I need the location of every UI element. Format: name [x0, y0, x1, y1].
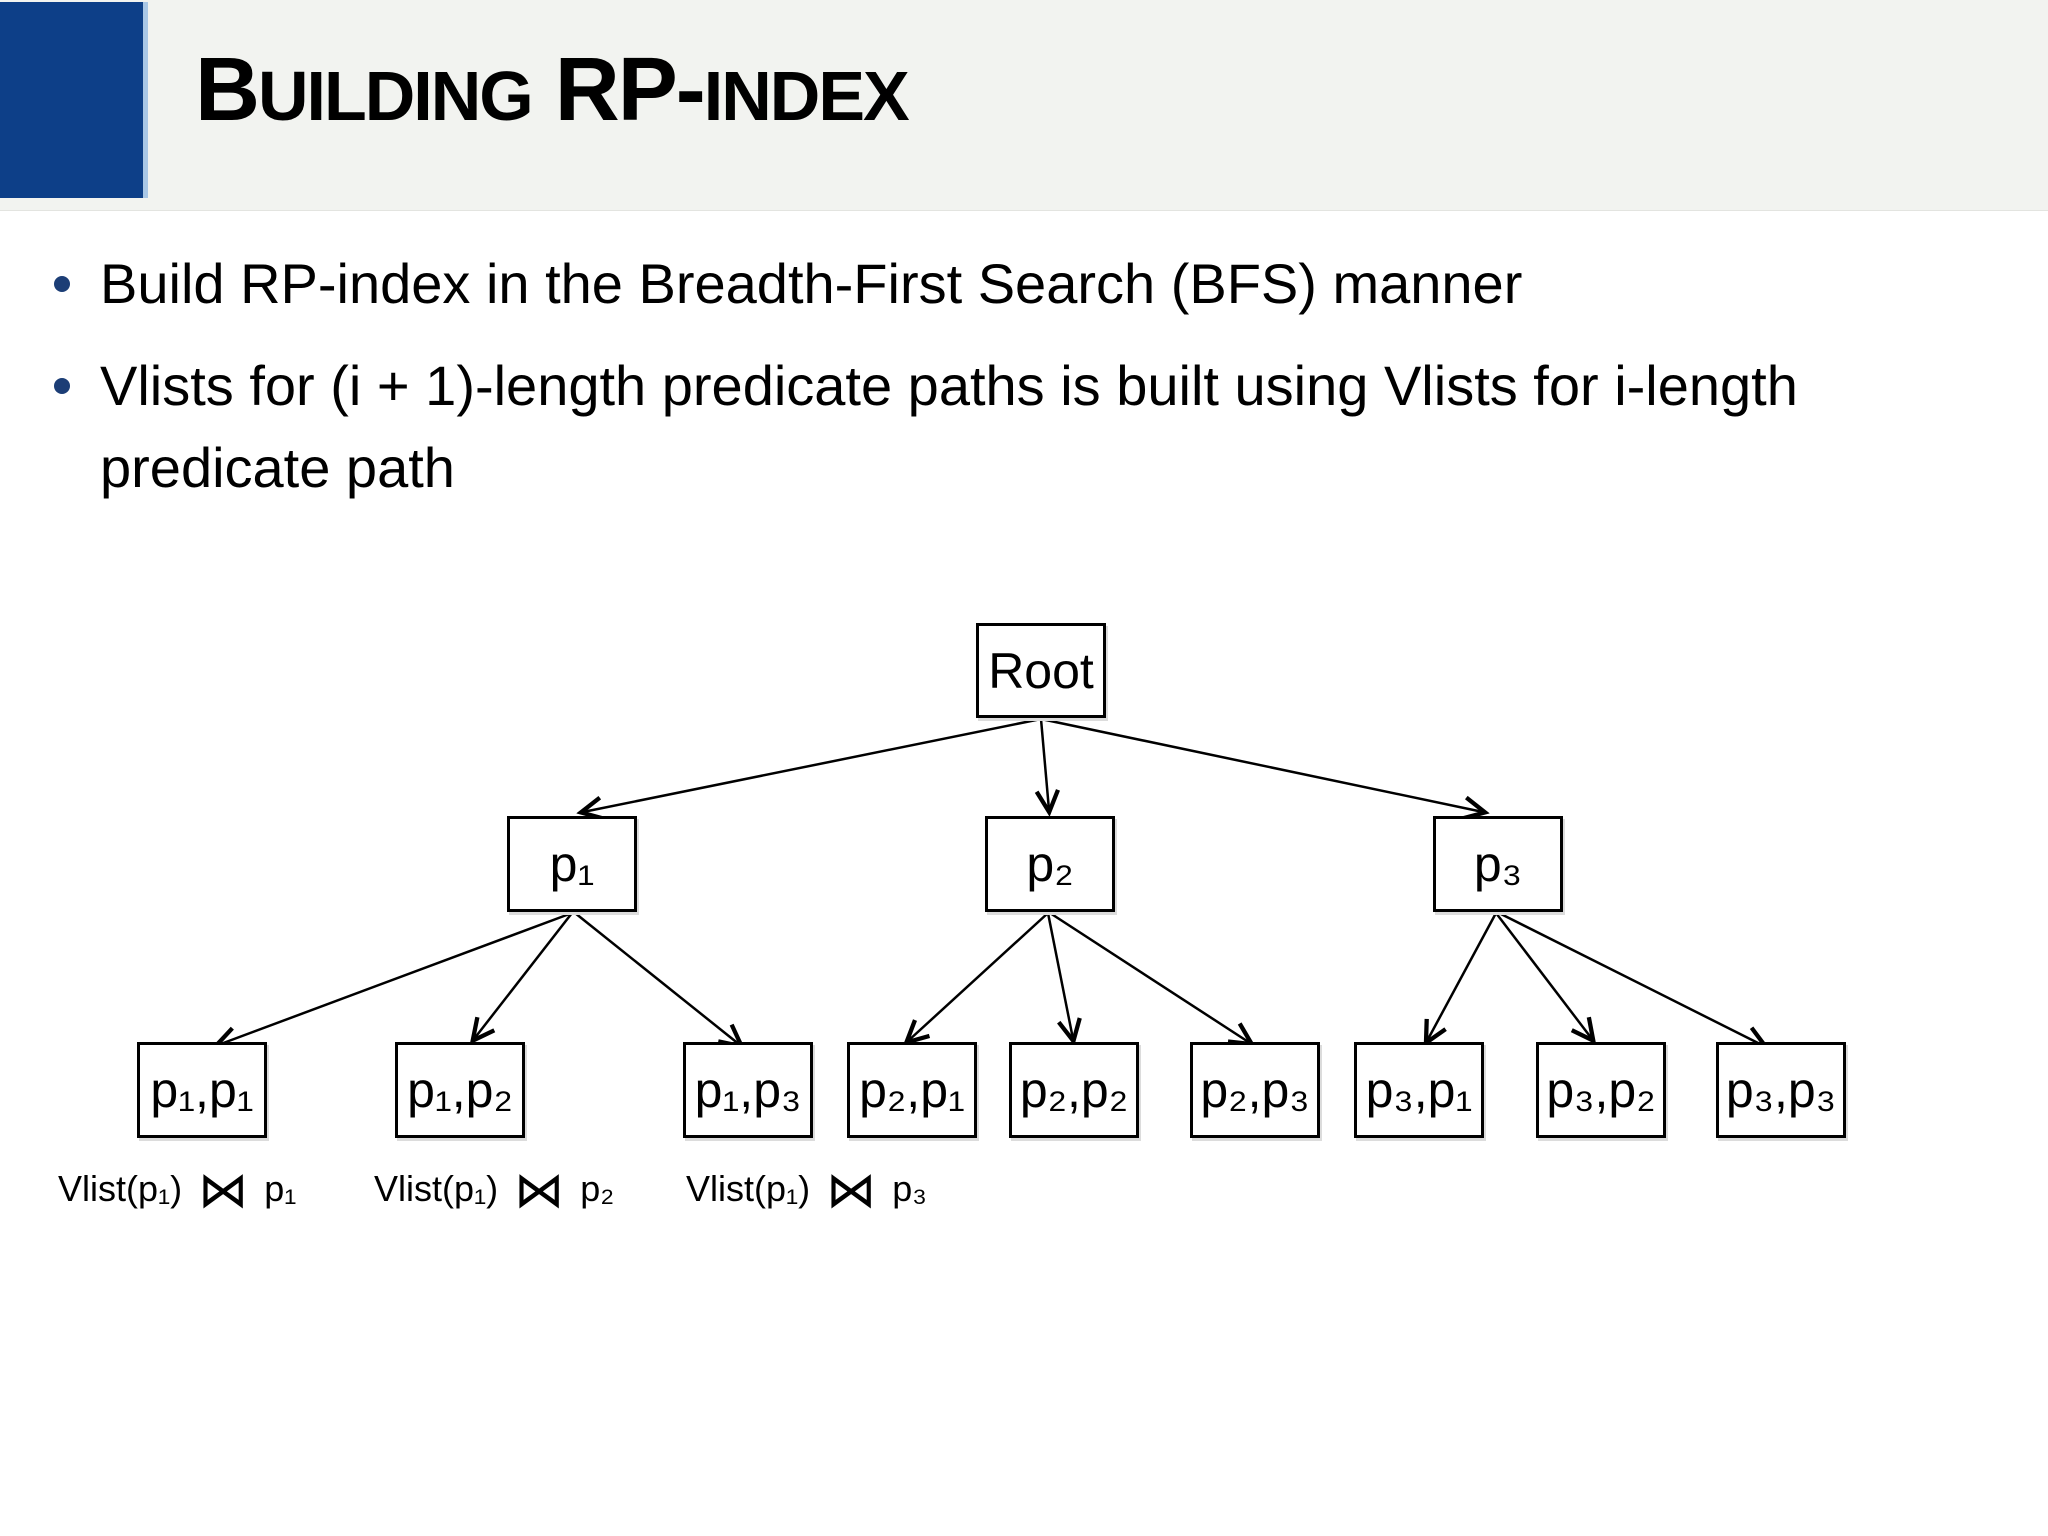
tree-node-p2p2: p₂,p₂: [1009, 1042, 1139, 1138]
tree-edge-arrow: [1046, 912, 1073, 1039]
bullet-item: Vlists for (i + 1)-length predicate path…: [54, 345, 1964, 509]
header-band: BUILDING RP-INDEX: [0, 0, 2048, 211]
tree-node-label: p₃,p₃: [1725, 1062, 1837, 1118]
vlist-join-annotation: Vlist(p₁) ⋈ p₃: [686, 1165, 927, 1215]
tree-edge-arrow: [1498, 911, 1764, 1046]
bullet-text: Build RP-index in the Breadth-First Sear…: [100, 252, 1523, 315]
tree-edge-arrow: [583, 717, 1042, 812]
tree-node-label: p₂,p₁: [859, 1062, 965, 1118]
annotation-prefix: Vlist(p₁): [686, 1168, 811, 1209]
annotation-prefix: Vlist(p₁): [58, 1168, 183, 1209]
tree-node-label: p₃,p₁: [1365, 1062, 1473, 1118]
tree-node-p3p3: p₃,p₃: [1716, 1042, 1846, 1138]
tree-edge-arrow: [1041, 718, 1049, 810]
title-part: B: [195, 40, 260, 140]
title-part: RP-: [531, 40, 706, 140]
vlist-join-annotation: Vlist(p₁) ⋈ p₂: [374, 1165, 615, 1215]
tree-edge-arrow: [1049, 911, 1250, 1043]
bullet-icon: [54, 378, 70, 394]
tree-edge-arrow: [1427, 912, 1498, 1041]
tree-node-label: p₃,p₂: [1546, 1062, 1656, 1118]
tree-node-label: Root: [988, 642, 1094, 699]
title-part: INDEX: [703, 57, 910, 135]
bullet-item: Build RP-index in the Breadth-First Sear…: [54, 243, 1964, 325]
accent-bar: [0, 2, 148, 198]
annotation-suffix: p₂: [580, 1168, 615, 1209]
tree-edge-arrow: [474, 912, 573, 1039]
bullet-icon: [54, 276, 70, 292]
vlist-join-annotation: Vlist(p₁) ⋈ p₁: [58, 1165, 297, 1215]
tree-node-p1: p₁: [507, 816, 637, 912]
bullet-list: Build RP-index in the Breadth-First Sear…: [54, 243, 1964, 509]
tree-edge-arrow: [574, 912, 740, 1045]
tree-node-label: p₁,p₂: [407, 1062, 513, 1118]
tree-node-p3p2: p₃,p₂: [1536, 1042, 1666, 1138]
tree-node-label: p₃: [1473, 836, 1523, 892]
tree-node-label: p₂,p₃: [1200, 1062, 1310, 1118]
tree-edge-arrow: [218, 911, 573, 1045]
tree-node-root: Root: [976, 623, 1106, 718]
tree-node-p1p1: p₁,p₁: [137, 1042, 267, 1138]
tree-node-p3: p₃: [1433, 816, 1563, 912]
tree-node-p1p2: p₁,p₂: [395, 1042, 525, 1138]
tree-node-label: p₂,p₂: [1019, 1062, 1129, 1118]
join-operator-icon: ⋈: [198, 1161, 249, 1219]
title-part: UILDING: [258, 57, 534, 135]
tree-node-p3p1: p₃,p₁: [1354, 1042, 1484, 1138]
annotation-prefix: Vlist(p₁): [374, 1168, 499, 1209]
tree-edge-arrow: [1040, 717, 1483, 812]
join-operator-icon: ⋈: [514, 1161, 565, 1219]
tree-node-p2: p₂: [985, 816, 1115, 912]
annotation-suffix: p₁: [264, 1168, 297, 1209]
tree-node-label: p₁,p₁: [150, 1062, 254, 1118]
tree-node-p2p3: p₂,p₃: [1190, 1042, 1320, 1138]
bullet-text: Vlists for (i + 1)-length predicate path…: [100, 354, 1798, 499]
join-operator-icon: ⋈: [826, 1161, 877, 1219]
tree-node-p2p1: p₂,p₁: [847, 1042, 977, 1138]
tree-node-label: p₁,p₃: [694, 1062, 802, 1118]
tree-node-p1p3: p₁,p₃: [683, 1042, 813, 1138]
page-title: BUILDING RP-INDEX: [195, 40, 910, 166]
tree-edge-arrow: [1495, 912, 1592, 1039]
tree-node-label: p₁: [549, 836, 595, 892]
annotation-suffix: p₃: [892, 1168, 927, 1209]
tree-node-label: p₂: [1026, 836, 1074, 892]
tree-edge-arrow: [908, 912, 1049, 1041]
